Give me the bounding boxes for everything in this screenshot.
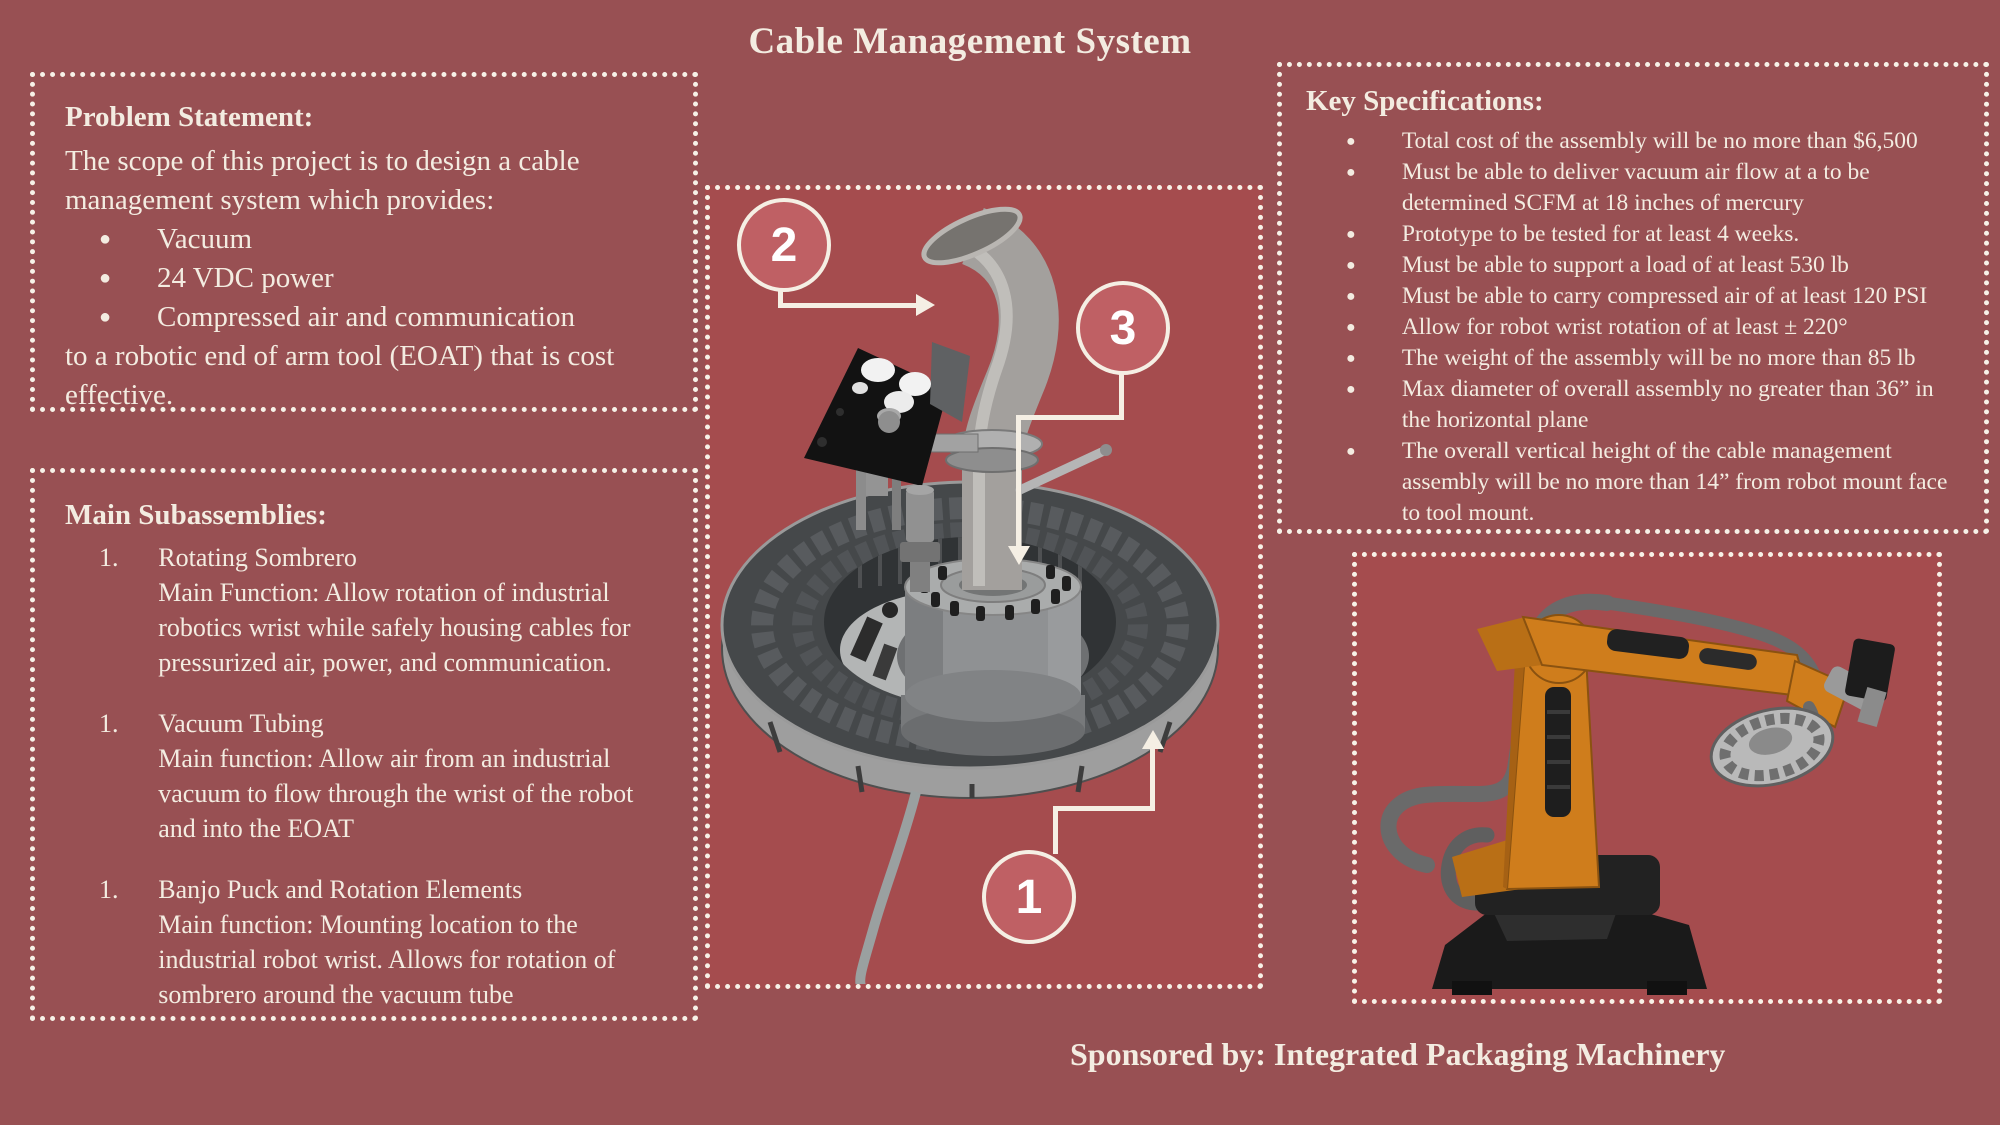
callout-1-badge: 1 (982, 850, 1076, 944)
bullet-dot-icon: ● (1346, 164, 1356, 181)
robot-figure-panel (1352, 552, 1942, 1004)
bullet-dot-icon: ● (99, 267, 112, 289)
bullet-dot-icon: ● (99, 306, 112, 328)
bullet-dot-icon: ● (1346, 350, 1356, 367)
bullet-dot-icon: ● (1346, 319, 1356, 336)
callout-2-label: 2 (770, 218, 798, 272)
spec-bullet-item: ● Must be able to deliver vacuum air flow… (1306, 157, 1966, 219)
spec-bullet-label: Must be able to carry compressed air of … (1401, 283, 1928, 309)
problem-bullet-label: 24 VDC power (157, 262, 334, 294)
callout-3-label: 3 (1109, 301, 1137, 355)
leader-line (1053, 806, 1155, 811)
key-specifications-panel: Key Specifications: ● Total cost of the a… (1277, 62, 1989, 534)
leader-line (1016, 415, 1021, 548)
leader-line (1119, 370, 1124, 420)
leader-line (1053, 806, 1058, 854)
spec-bullet-item: ● Must be able to carry compressed air of… (1306, 281, 1966, 312)
problem-bullet-label: Compressed air and communication (157, 301, 575, 333)
problem-bullet-item: ● Compressed air and communication (65, 298, 669, 337)
bullet-dot-icon: ● (99, 228, 112, 250)
subassembly-number: 1. (99, 875, 119, 904)
industrial-robot-render (1380, 593, 1895, 995)
arrowhead-icon (916, 294, 935, 316)
key-specifications-heading: Key Specifications: (1306, 85, 1544, 117)
spec-bullet-item: ● The overall vertical height of the cabl… (1306, 436, 1966, 529)
problem-bullet-item: ● 24 VDC power (65, 259, 669, 298)
problem-statement-outro: to a robotic end of arm tool (EOAT) that… (65, 340, 615, 411)
spec-bullet-item: ● Total cost of the assembly will be no m… (1306, 126, 1966, 157)
spec-bullet-label: Allow for robot wrist rotation of at lea… (1401, 314, 1848, 340)
main-subassemblies-panel: Main Subassemblies: 1. Rotating Sombrero… (30, 468, 698, 1021)
leader-line (778, 303, 918, 308)
subassembly-description: Main function: Mounting location to the … (158, 910, 616, 1009)
bullet-dot-icon: ● (1346, 381, 1356, 398)
subassembly-name: Vacuum Tubing (158, 709, 324, 738)
problem-statement-intro: The scope of this project is to design a… (65, 145, 580, 216)
spec-bullet-item: ● Prototype to be tested for at least 4 w… (1306, 219, 1966, 250)
cable-management-assembly-render (720, 206, 1220, 984)
callout-1-label: 1 (1015, 870, 1043, 924)
callout-3-badge: 3 (1076, 281, 1170, 375)
spec-bullet-label: The weight of the assembly will be no mo… (1401, 345, 1916, 371)
subassembly-name: Banjo Puck and Rotation Elements (158, 875, 523, 904)
spec-bullet-label: Prototype to be tested for at least 4 we… (1401, 221, 1800, 247)
leader-line (1016, 415, 1124, 420)
page-title: Cable Management System (748, 21, 1192, 62)
subassembly-description: Main Function: Allow rotation of industr… (158, 578, 631, 677)
spec-bullet-label: Max diameter of overall assembly no grea… (1401, 376, 1934, 433)
main-subassemblies-heading: Main Subassemblies: (65, 499, 327, 531)
bullet-dot-icon: ● (1346, 443, 1356, 460)
subassembly-number: 1. (99, 709, 119, 738)
problem-statement-panel: Problem Statement: The scope of this pro… (30, 72, 698, 412)
spec-bullet-label: Must be able to deliver vacuum air flow … (1401, 159, 1870, 216)
subassembly-item: 1. Banjo Puck and Rotation Elements Main… (65, 872, 667, 1012)
subassembly-name: Rotating Sombrero (158, 543, 357, 572)
sponsor-line: Sponsored by: Integrated Packaging Machi… (1070, 1036, 1726, 1072)
bullet-dot-icon: ● (1346, 133, 1356, 150)
leader-line (1150, 748, 1155, 810)
bullet-dot-icon: ● (1346, 226, 1356, 243)
callout-2-badge: 2 (737, 198, 831, 292)
key-specifications-list: ● Total cost of the assembly will be no m… (1306, 126, 1966, 529)
subassembly-number: 1. (99, 543, 119, 572)
subassembly-item: 1. Vacuum Tubing Main function: Allow ai… (65, 706, 667, 846)
problem-statement-heading: Problem Statement: (65, 101, 314, 133)
assembly-figure-panel (705, 185, 1263, 989)
spec-bullet-label: Must be able to support a load of at lea… (1401, 252, 1849, 278)
subassembly-description: Main function: Allow air from an industr… (158, 744, 634, 843)
problem-bullet-item: ● Vacuum (65, 220, 669, 259)
bullet-dot-icon: ● (1346, 288, 1356, 305)
bullet-dot-icon: ● (1346, 257, 1356, 274)
spec-bullet-label: The overall vertical height of the cable… (1401, 438, 1948, 526)
leader-line (778, 286, 783, 308)
problem-bullet-label: Vacuum (157, 223, 253, 255)
arrowhead-icon (1008, 546, 1030, 565)
spec-bullet-item: ● Must be able to support a load of at le… (1306, 250, 1966, 281)
arrowhead-icon (1142, 730, 1164, 749)
spec-bullet-item: ● Allow for robot wrist rotation of at le… (1306, 312, 1966, 343)
spec-bullet-item: ● Max diameter of overall assembly no gre… (1306, 374, 1966, 436)
spec-bullet-label: Total cost of the assembly will be no mo… (1401, 128, 1918, 154)
spec-bullet-item: ● The weight of the assembly will be no m… (1306, 343, 1966, 374)
subassembly-item: 1. Rotating Sombrero Main Function: Allo… (65, 540, 667, 680)
